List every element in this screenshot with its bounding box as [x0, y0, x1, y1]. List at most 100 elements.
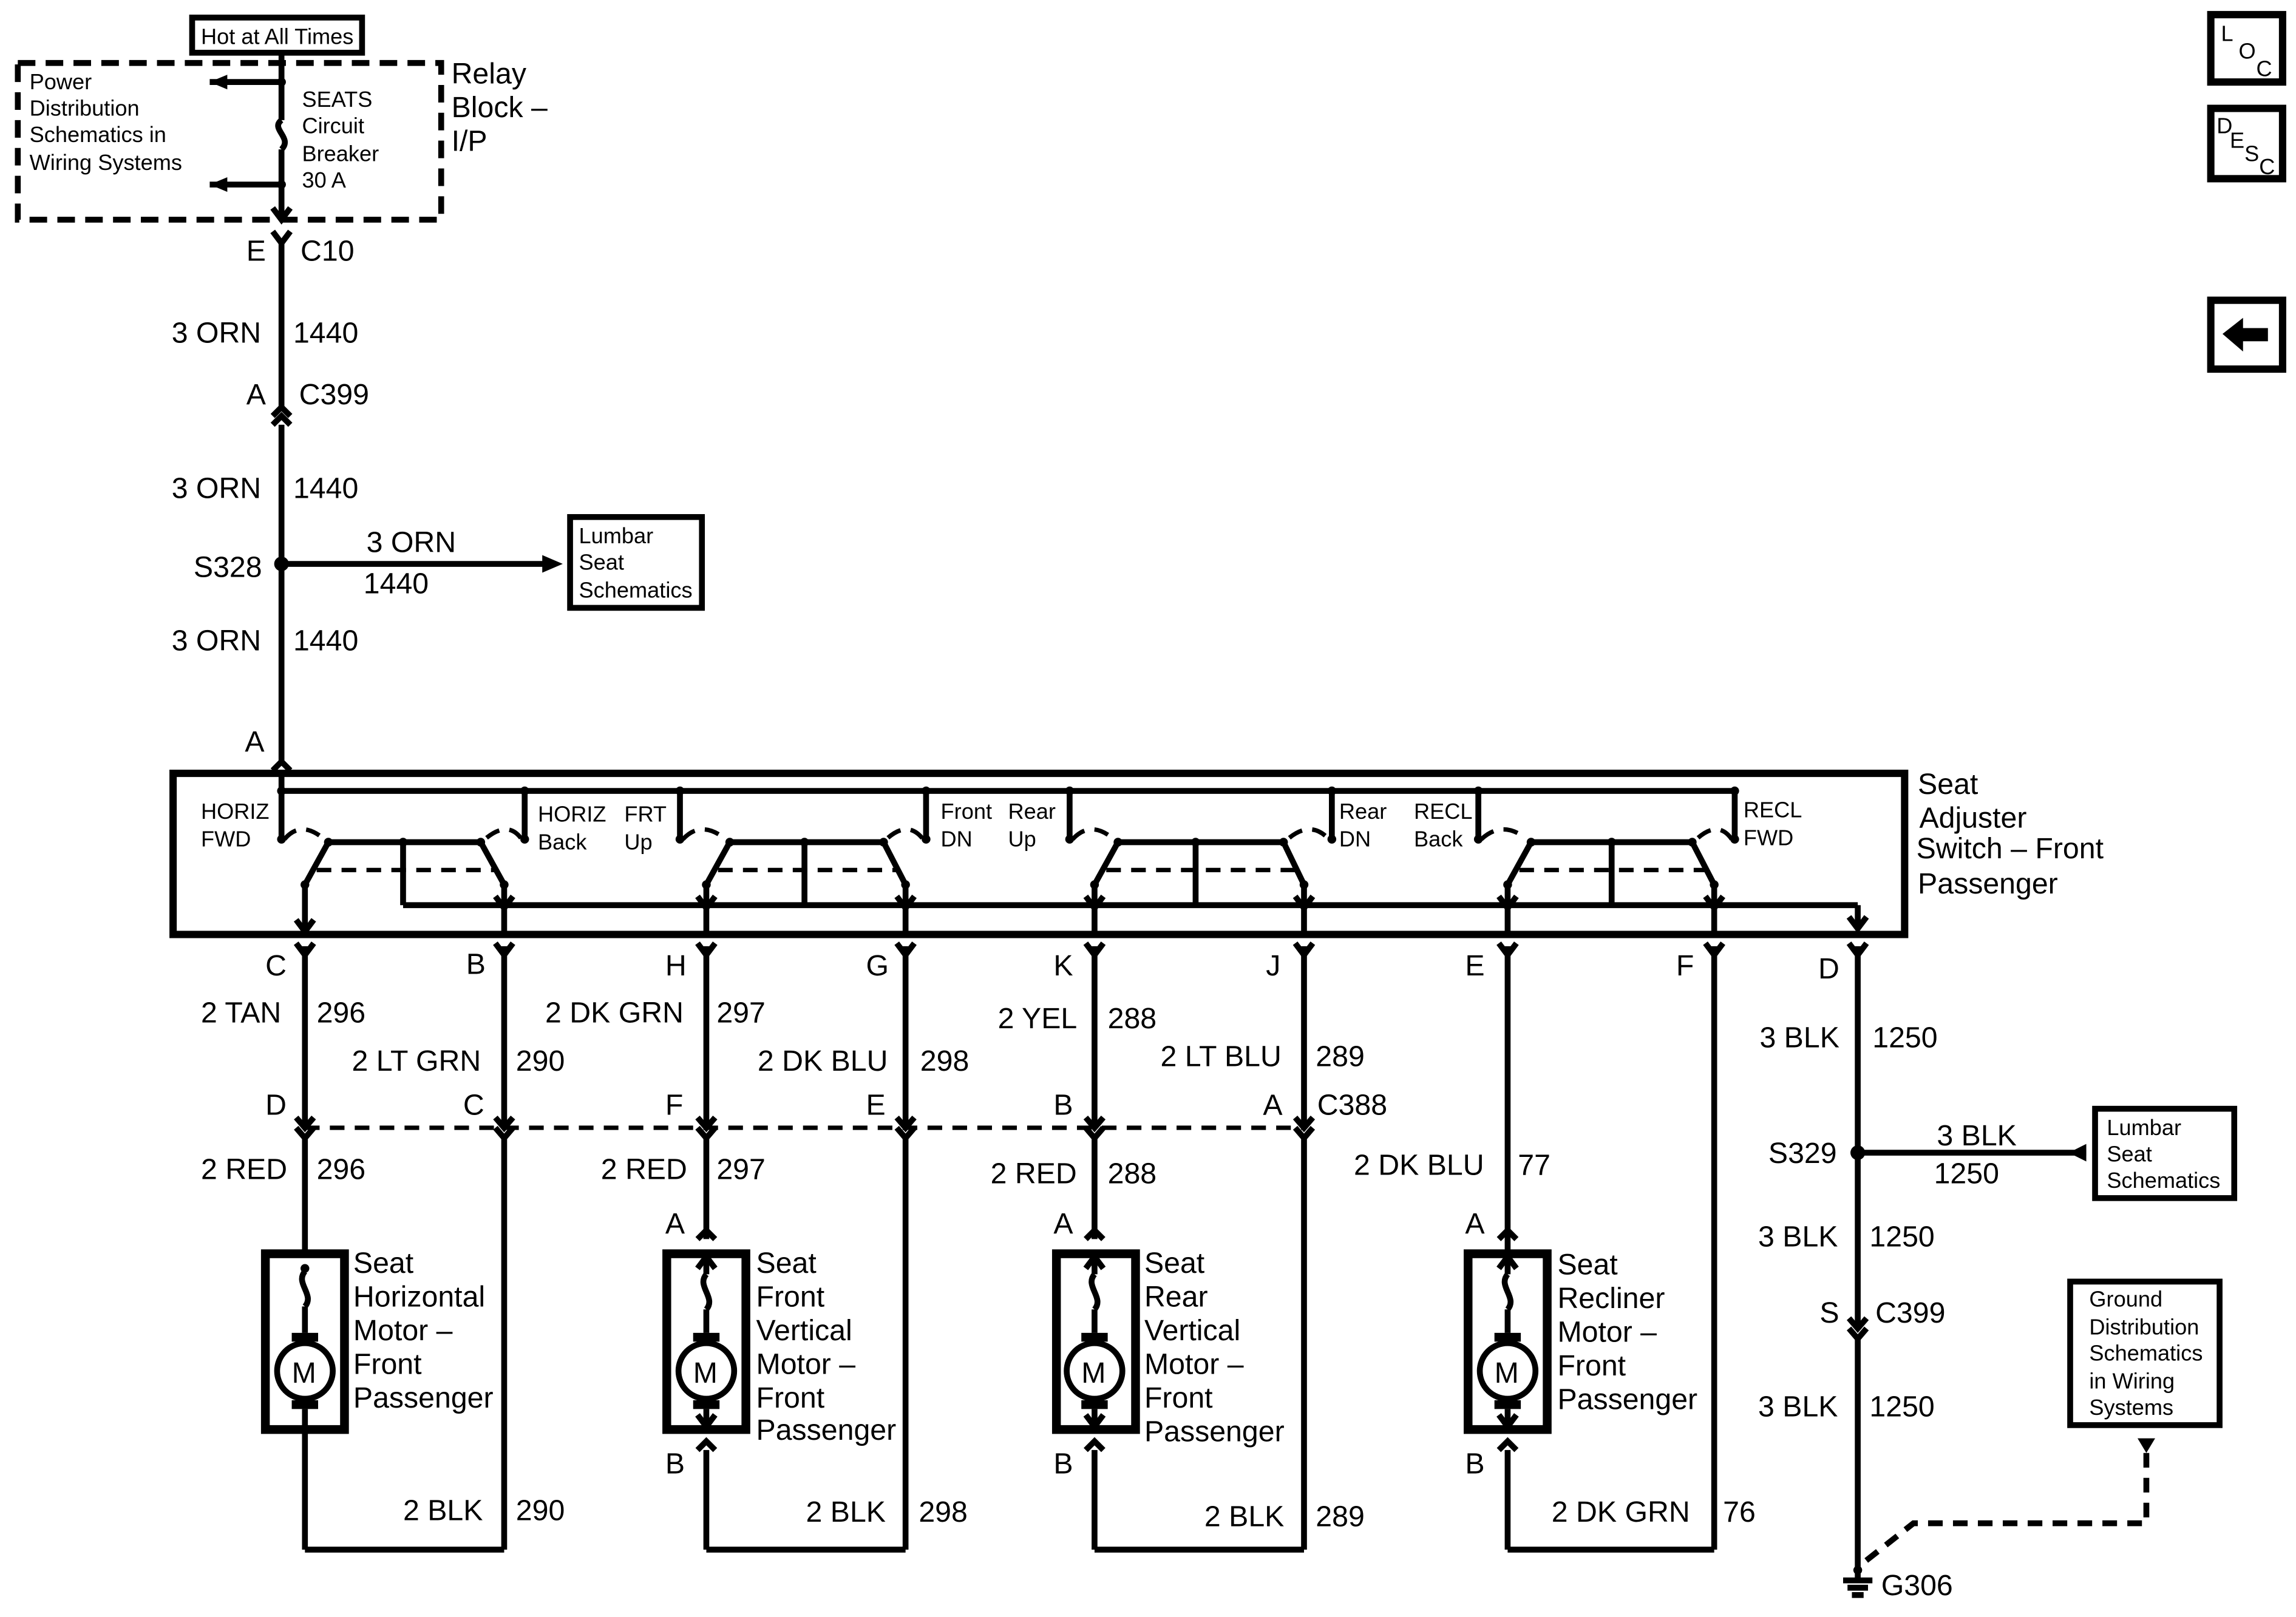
circuit-number: 1250 — [1934, 1158, 1999, 1190]
c399-connector: C399 — [299, 378, 369, 411]
svg-text:Seat: Seat — [2107, 1142, 2152, 1167]
svg-text:A: A — [1053, 1207, 1073, 1240]
motor-labels: Seat Horizontal Motor – Front Passenger … — [353, 1247, 1697, 1448]
loc-button[interactable]: L O C — [2207, 11, 2286, 86]
s329-label: S329 — [1768, 1137, 1837, 1170]
svg-text:Systems: Systems — [2089, 1395, 2173, 1420]
svg-text:Motor –: Motor – — [353, 1314, 453, 1347]
circuit-breaker-symbol — [209, 64, 293, 225]
svg-text:Seat: Seat — [756, 1247, 817, 1280]
svg-text:L: L — [2221, 21, 2233, 46]
svg-text:1250: 1250 — [1872, 1021, 1937, 1054]
svg-text:2 RED: 2 RED — [991, 1158, 1077, 1190]
svg-text:DN: DN — [1339, 827, 1371, 852]
switch-output-pins: C B H G K J E F D — [265, 948, 1839, 985]
svg-text:2 YEL: 2 YEL — [998, 1002, 1078, 1035]
svg-text:288: 288 — [1108, 1158, 1157, 1190]
svg-text:2 BLK: 2 BLK — [1204, 1500, 1284, 1533]
hot-at-all-times-label: Hot at All Times — [201, 24, 353, 49]
arrow-icon — [2068, 1144, 2087, 1162]
svg-text:Front: Front — [941, 799, 992, 824]
a-pin: A — [246, 378, 267, 411]
svg-text:Horizontal: Horizontal — [353, 1280, 485, 1313]
svg-text:RECL: RECL — [1744, 797, 1802, 822]
svg-text:Seat: Seat — [1557, 1248, 1618, 1281]
switch-pin-a: A — [245, 725, 265, 758]
svg-text:2 TAN: 2 TAN — [201, 996, 281, 1029]
svg-text:77: 77 — [1518, 1148, 1550, 1181]
svg-text:Up: Up — [624, 830, 652, 855]
svg-text:M: M — [1495, 1357, 1519, 1389]
svg-text:O: O — [2239, 39, 2256, 64]
e-pin: E — [246, 235, 266, 268]
wire-color: 3 BLK — [1758, 1390, 1838, 1423]
arrow-icon — [542, 555, 563, 573]
svg-text:K: K — [1053, 949, 1073, 982]
svg-text:Schematics in: Schematics in — [30, 122, 166, 147]
svg-text:Distribution: Distribution — [2089, 1314, 2199, 1339]
horizontal-switch — [277, 827, 529, 937]
lower-wire-labels: 2 RED 296 2 RED 297 2 RED 288 2 DK BLU 7… — [201, 1148, 1756, 1533]
svg-text:Schematics: Schematics — [2089, 1341, 2203, 1366]
svg-text:E: E — [866, 1088, 885, 1121]
svg-text:Passenger: Passenger — [1918, 867, 2058, 900]
svg-text:Schematics: Schematics — [2107, 1168, 2220, 1193]
circuit-number: 1250 — [1869, 1221, 1934, 1253]
ground-distribution-schematics-link[interactable]: Ground Distribution Schematics in Wiring… — [2067, 1278, 2223, 1428]
svg-text:Lumbar: Lumbar — [2107, 1115, 2181, 1140]
svg-text:Back: Back — [538, 830, 587, 855]
rear-vertical-switch — [1065, 827, 1337, 935]
c399-ground-connector — [1846, 1316, 1869, 1567]
c10-connector: C10 — [301, 235, 355, 268]
svg-text:30 A: 30 A — [302, 168, 346, 192]
circuit-number: 1250 — [1869, 1390, 1934, 1423]
seat-rear-vertical-motor: M — [1051, 1249, 1140, 1434]
svg-text:288: 288 — [1108, 1002, 1157, 1035]
svg-text:Wiring Systems: Wiring Systems — [30, 150, 182, 175]
seat-horizontal-motor: M — [260, 1249, 349, 1434]
svg-text:Block –: Block – — [452, 91, 548, 124]
hot-at-all-times-box — [189, 15, 365, 56]
svg-text:296: 296 — [317, 1153, 366, 1186]
lumbar-seat-schematics-link-ground[interactable]: Lumbar Seat Schematics — [2092, 1105, 2238, 1201]
switch-title: Seat Adjuster Switch – Front Passenger — [1917, 768, 2104, 900]
svg-text:F: F — [665, 1088, 683, 1121]
svg-text:3 BLK: 3 BLK — [1759, 1021, 1839, 1054]
svg-text:FWD: FWD — [1744, 825, 1793, 850]
svg-text:289: 289 — [1316, 1500, 1365, 1533]
svg-text:76: 76 — [1723, 1496, 1756, 1528]
front-vertical-switch — [675, 827, 931, 935]
svg-text:FRT: FRT — [624, 802, 667, 827]
ground-reference-line — [1856, 1453, 2150, 1570]
svg-text:Distribution: Distribution — [30, 96, 140, 121]
back-button[interactable] — [2207, 296, 2286, 373]
svg-text:Passenger: Passenger — [353, 1381, 494, 1414]
svg-text:in Wiring: in Wiring — [2089, 1369, 2175, 1394]
svg-text:Breaker: Breaker — [302, 141, 379, 166]
svg-text:Motor –: Motor – — [1144, 1348, 1244, 1380]
svg-text:C: C — [2256, 56, 2272, 81]
desc-button[interactable]: D E S C — [2207, 104, 2286, 183]
c388-pins: D C F E B A C388 — [265, 1088, 1387, 1121]
circuit-number: 1440 — [293, 317, 358, 350]
svg-text:297: 297 — [716, 1153, 766, 1186]
svg-text:296: 296 — [317, 996, 366, 1029]
svg-text:H: H — [665, 949, 687, 982]
svg-text:FWD: FWD — [201, 827, 251, 852]
svg-text:Ground: Ground — [2089, 1286, 2162, 1311]
left-arrow-icon — [2222, 317, 2268, 352]
c399-ground-label: C399 — [1875, 1297, 1945, 1329]
svg-text:290: 290 — [516, 1045, 565, 1077]
relay-block-outline — [15, 59, 444, 223]
svg-text:F: F — [1676, 949, 1694, 982]
svg-text:Front: Front — [756, 1280, 825, 1313]
seat-recliner-motor: M — [1464, 1249, 1552, 1434]
svg-text:2 DK GRN: 2 DK GRN — [545, 996, 684, 1029]
lumbar-seat-schematics-link[interactable]: Lumbar Seat Schematics — [567, 514, 705, 611]
svg-text:HORIZ: HORIZ — [201, 799, 270, 824]
svg-text:Passenger: Passenger — [1144, 1415, 1285, 1448]
svg-text:2 BLK: 2 BLK — [403, 1494, 483, 1527]
svg-text:Passenger: Passenger — [756, 1414, 897, 1446]
svg-text:290: 290 — [516, 1494, 565, 1527]
